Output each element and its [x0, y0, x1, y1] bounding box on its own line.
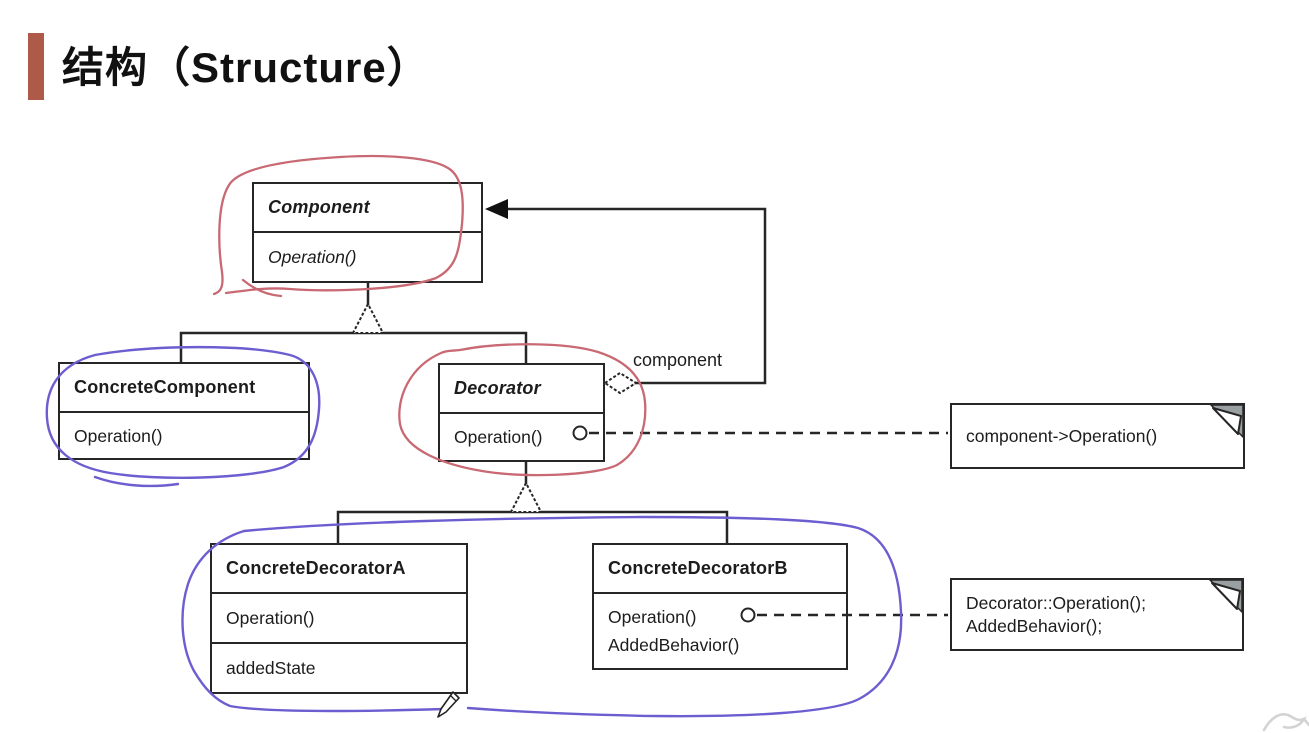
class-operation: Operation() — [608, 607, 697, 627]
class-name: ConcreteComponent — [60, 364, 308, 413]
blue-annotation-tail — [93, 475, 180, 488]
class-attribute: addedState — [226, 658, 316, 678]
inheritance-branch-upper — [179, 331, 528, 363]
aggregation-diamond-icon — [603, 371, 638, 395]
note-text: Decorator::Operation(); — [966, 592, 1146, 613]
inheritance-branch-lower — [336, 510, 729, 543]
association-arrowhead-icon — [485, 199, 508, 219]
title-accent-bar — [28, 33, 44, 100]
page-title: 结构（Structure） — [62, 44, 430, 91]
class-operation: Operation() — [226, 608, 315, 628]
class-box-decorator: Decorator Operation() — [438, 363, 605, 462]
inheritance-triangle-icon — [509, 480, 543, 513]
note-text: component->Operation() — [966, 425, 1158, 446]
note-component-operation: component->Operation() — [950, 403, 1245, 469]
faint-arrow-cursor-icon — [1262, 713, 1309, 732]
class-operation: AddedBehavior() — [608, 635, 740, 655]
class-box-concrete-decorator-b: ConcreteDecoratorB Operation() AddedBeha… — [592, 543, 848, 670]
inheritance-triangle-icon — [351, 301, 385, 334]
class-box-component: Component Operation() — [252, 182, 483, 283]
class-box-concrete-decorator-a: ConcreteDecoratorA Operation() addedStat… — [210, 543, 468, 694]
class-name: Component — [254, 184, 481, 233]
class-name: ConcreteDecoratorB — [594, 545, 846, 594]
aggregation-role-label: component — [633, 350, 723, 370]
class-operation: Operation() — [268, 247, 357, 267]
pencil-cursor-icon — [437, 691, 460, 718]
class-operation: Operation() — [74, 425, 163, 446]
class-name: Decorator — [440, 365, 603, 414]
note-text: AddedBehavior(); — [966, 615, 1103, 636]
class-box-concrete-component: ConcreteComponent Operation() — [58, 362, 310, 460]
class-name: ConcreteDecoratorA — [212, 545, 466, 594]
class-operation: Operation() — [454, 427, 543, 447]
note-decorator-operation: Decorator::Operation(); AddedBehavior(); — [950, 578, 1244, 651]
